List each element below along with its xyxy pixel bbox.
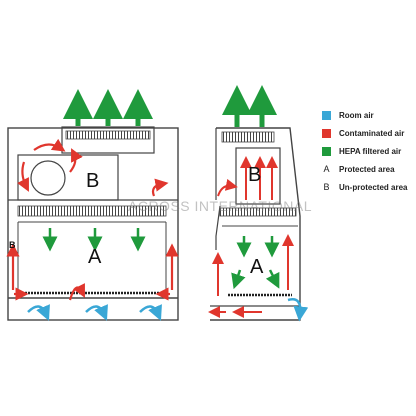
front-exhaust-filter bbox=[65, 130, 151, 140]
side-room-air-arrows bbox=[287, 298, 309, 322]
side-plenum-box bbox=[235, 147, 281, 205]
front-blower-box bbox=[17, 154, 119, 201]
side-view bbox=[208, 85, 309, 322]
contaminated-air-swatch-icon bbox=[322, 128, 331, 138]
front-exhaust-arrows bbox=[63, 89, 153, 126]
legend-item-contaminated-air: Contaminated air bbox=[322, 126, 404, 140]
watermark: ACROSS INTERNATIONAL bbox=[128, 198, 312, 214]
front-supply-filter bbox=[17, 205, 167, 217]
legend-letter: B bbox=[323, 182, 330, 192]
legend-letter: A bbox=[323, 164, 330, 174]
side-contaminated-arrows bbox=[208, 156, 294, 318]
side-zone-a-label: A bbox=[250, 256, 264, 278]
legend-item-room-air: Room air bbox=[322, 108, 374, 122]
side-zone-b-label: B bbox=[248, 164, 262, 186]
legend-label: Contaminated air bbox=[339, 128, 405, 138]
side-downflow-arrows bbox=[231, 236, 280, 290]
legend-item-unprotected-area: B Un-protected area bbox=[322, 180, 407, 194]
legend-label: HEPA filtered air bbox=[339, 146, 402, 156]
legend-label: Room air bbox=[339, 110, 374, 120]
front-side-b-label: B bbox=[9, 240, 16, 250]
legend-label: Un-protected area bbox=[339, 182, 408, 192]
front-room-air-arrows bbox=[27, 304, 162, 321]
side-cabinet-outline bbox=[210, 127, 301, 321]
front-zone-a-label: A bbox=[88, 246, 102, 268]
legend-label: Protected area bbox=[339, 164, 395, 174]
legend-item-hepa-air: HEPA filtered air bbox=[322, 144, 401, 158]
side-exhaust-filter bbox=[221, 131, 275, 143]
room-air-swatch-icon bbox=[322, 110, 331, 120]
legend-item-protected-area: A Protected area bbox=[322, 162, 395, 176]
front-downflow-arrows bbox=[42, 228, 146, 252]
front-contaminated-arrows bbox=[6, 138, 179, 301]
side-sash bbox=[215, 205, 221, 250]
front-cabinet-outline bbox=[7, 127, 179, 321]
side-supply-filter bbox=[219, 207, 297, 217]
hepa-air-swatch-icon bbox=[322, 146, 331, 156]
front-view bbox=[6, 89, 179, 321]
side-exhaust-arrows bbox=[222, 85, 277, 127]
front-blower-fan bbox=[30, 160, 66, 196]
front-zone-b-label: B bbox=[86, 170, 100, 192]
